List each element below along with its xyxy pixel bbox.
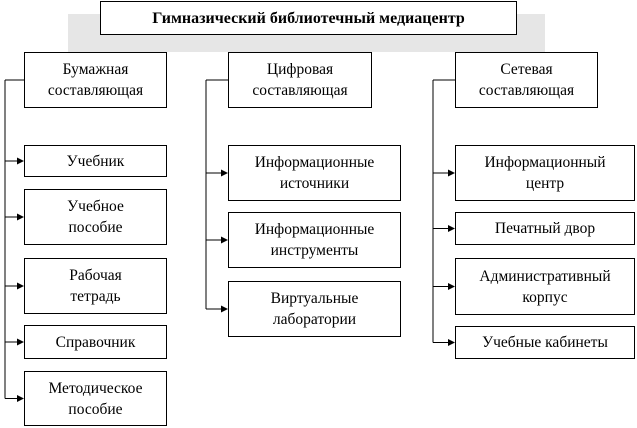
column-head-1-text: Бумажная составляющая [48,59,143,101]
column-2-item-3-line: Виртуальные [270,290,359,307]
column-head-1-line: Бумажная [62,61,129,78]
column-3-item-4-line: Учебные кабинеты [482,334,608,351]
column-head-3: Сетевая составляющая [455,52,598,108]
diagram-title: Гимназический библиотечный медиацентр [100,1,517,35]
column-1-item-1-text: Учебник [67,151,125,172]
column-3-item-3-line: корпус [522,288,568,306]
column-3-item-1-text: Информационный центр [484,152,605,194]
column-3-item-3-text: Административный корпус [479,266,610,308]
column-2-item-2-line: инструменты [270,242,359,259]
branch-arrow-1-3 [17,282,24,290]
column-head-1: Бумажная составляющая [24,52,167,108]
column-3-item-4: Учебные кабинеты [455,326,635,359]
branch-arrow-3-2 [448,225,455,232]
column-1-item-5: Методическое пособие [24,371,167,426]
column-2-item-1-line: источники [279,175,350,192]
column-1-item-4-text: Справочник [56,332,136,353]
column-3-item-2-line: Печатный двор [494,220,596,237]
column-3-item-1-line: центр [525,175,565,192]
branch-arrow-1-5 [17,395,24,402]
column-1-item-2-line: пособие [68,219,123,236]
branch-arrow-2-2 [221,236,228,244]
branch-arrow-3-1 [448,169,455,177]
branch-arrow-1-2 [17,213,24,221]
column-head-2-text: Цифровая составляющая [252,59,347,101]
column-3-item-4-text: Учебные кабинеты [482,332,608,353]
column-1-item-2-line: Учебное [67,198,124,215]
column-3-item-2-text: Печатный двор [495,218,595,239]
column-head-1-line: составляющая [47,82,144,99]
column-2-item-2-line: Информационные [254,221,375,238]
column-head-3-line: составляющая [478,82,575,99]
column-1-item-1-line: Учебник [66,152,125,170]
column-2-item-1: Информационные источники [228,145,401,201]
column-2-item-1-text: Информационные источники [255,152,375,194]
column-3-item-3: Административный корпус [455,258,635,315]
column-1-item-5-line: Методическое [48,379,143,397]
column-head-3-line: Сетевая [500,61,553,78]
branch-arrow-2-3 [221,305,228,313]
column-1-item-2: Учебное пособие [24,189,167,245]
column-2-item-3-text: Виртуальные лаборатории [271,288,359,330]
column-1-item-3-line: Рабочая [69,267,122,284]
column-3-item-1-line: Информационный [484,154,606,171]
column-head-3-text: Сетевая составляющая [479,59,574,101]
branch-arrow-3-3 [448,283,455,290]
column-1-item-4-line: Справочник [55,333,136,351]
branch-arrow-1-1 [17,157,24,165]
column-1-item-3-line: тетрадь [70,288,121,305]
column-head-2-line: составляющая [252,82,348,99]
column-1-item-2-text: Учебное пособие [67,196,124,238]
column-2-item-2: Информационные инструменты [228,212,401,268]
column-2-item-3-line: лаборатории [272,311,357,328]
column-3-item-2: Печатный двор [455,212,635,245]
column-2-item-1-line: Информационные [254,154,375,171]
column-1-item-1: Учебник [24,145,167,177]
branch-arrow-1-4 [17,338,24,346]
column-1-item-5-line: пособие [68,400,123,418]
branch-arrow-3-4 [448,339,455,346]
column-3-item-3-line: Административный [479,267,611,285]
column-head-2-line: Цифровая [266,61,334,78]
column-2-item-3: Виртуальные лаборатории [228,281,401,337]
branch-arrow-2-1 [221,169,228,177]
column-1-item-3: Рабочая тетрадь [24,258,167,314]
column-head-2: Цифровая составляющая [228,52,372,108]
column-1-item-5-text: Методическое пособие [48,378,142,420]
column-2-item-2-text: Информационные инструменты [255,219,375,261]
column-1-item-4: Справочник [24,325,167,359]
column-1-item-3-text: Рабочая тетрадь [69,265,122,307]
column-3-item-1: Информационный центр [455,145,635,201]
